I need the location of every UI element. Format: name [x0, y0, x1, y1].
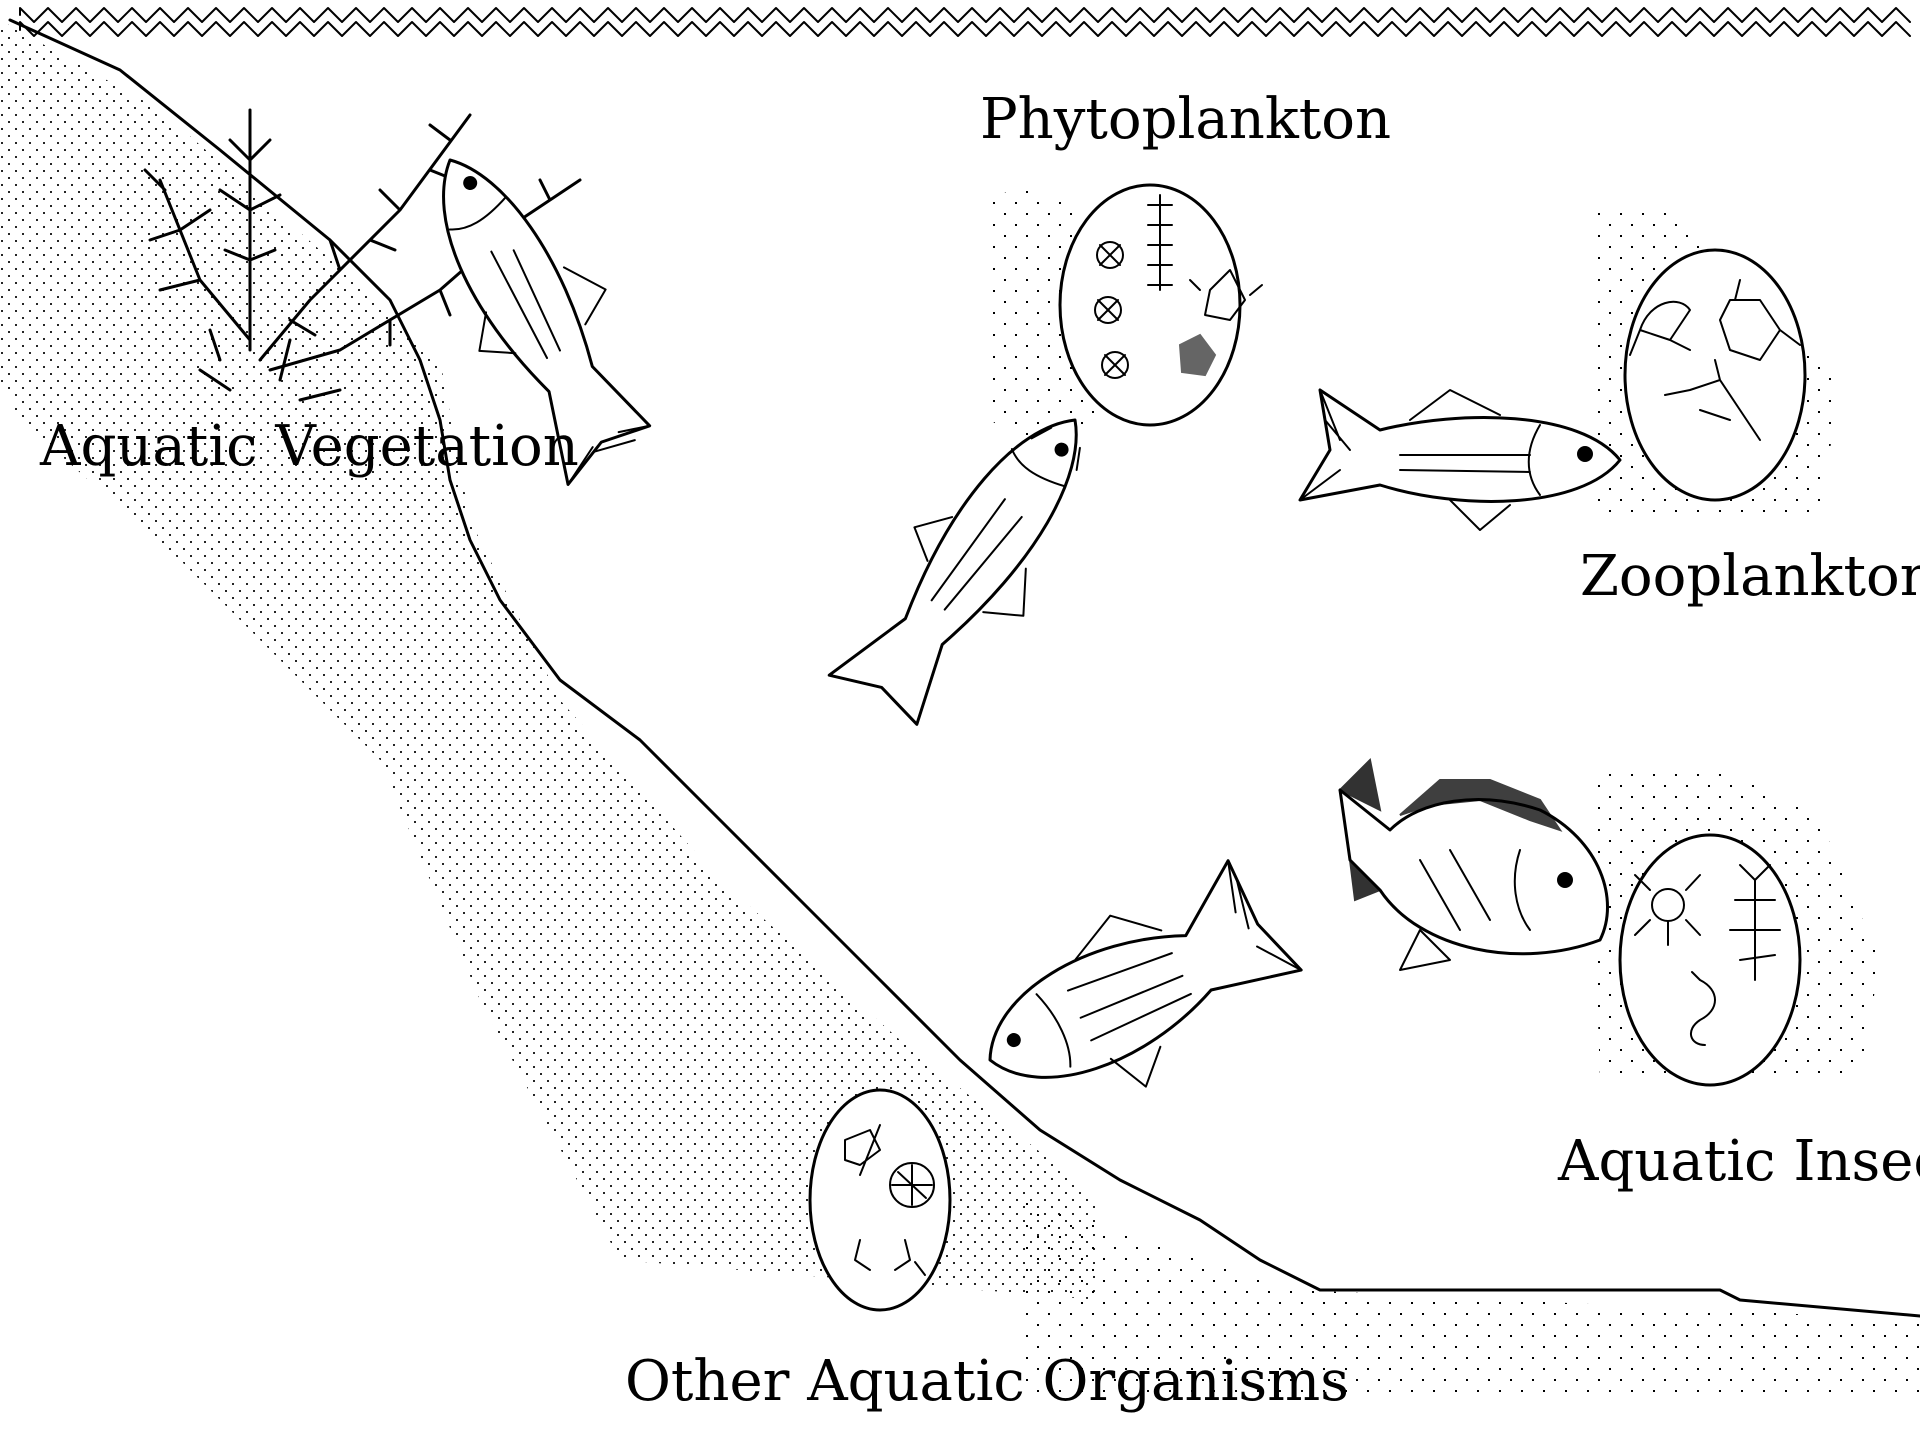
other-aquatic-organisms-bubble [810, 1090, 950, 1310]
trout-fish-phytoplankton-eater [817, 380, 1132, 747]
label-aquatic-vegetation: Aquatic Vegetation [39, 414, 579, 479]
water-surface-waves [20, 8, 1910, 36]
label-phytoplankton: Phytoplankton [980, 87, 1391, 152]
carp-fish-bottom-feeder [956, 852, 1318, 1141]
aquatic-insects-bubble [1620, 835, 1800, 1085]
zooplankton-bubble [1625, 250, 1805, 500]
label-aquatic-insects: Aquatic Insects [1557, 1129, 1920, 1194]
phytoplankton-bubble [1060, 185, 1262, 425]
minnow-fish-zooplankton-eater [1300, 390, 1620, 530]
label-other-aquatic-organisms: Other Aquatic Organisms [625, 1349, 1349, 1414]
label-zooplankton: Zooplankton [1580, 544, 1920, 609]
sunfish-insect-eater [1340, 760, 1608, 970]
